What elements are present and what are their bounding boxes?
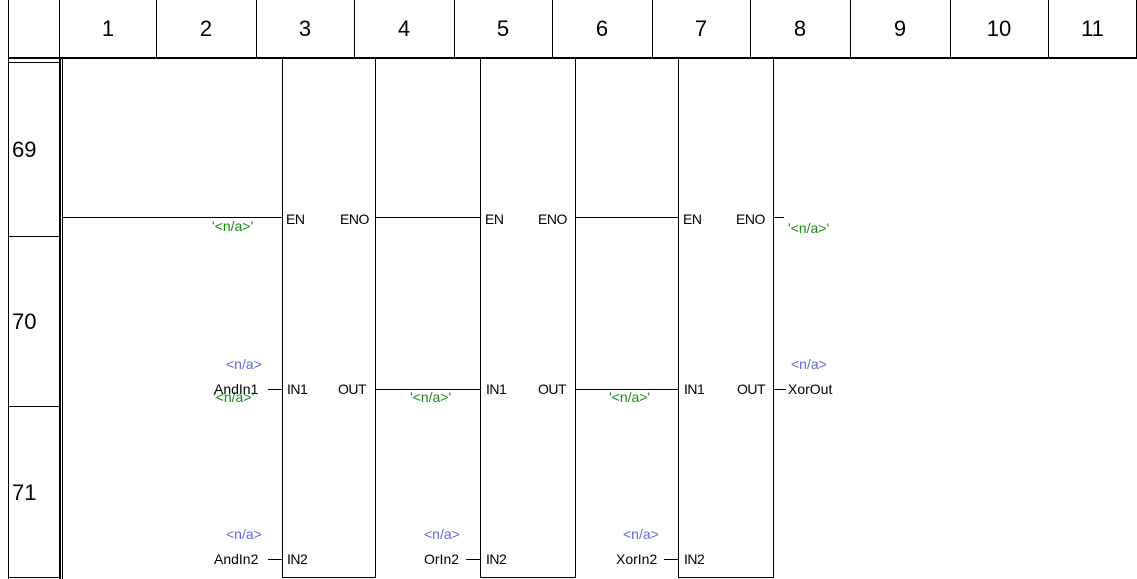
en-wire-1[interactable] [63, 217, 282, 218]
column-label: 11 [1081, 16, 1104, 41]
block2-eno-pin: ENO [538, 211, 567, 227]
header-bottom-line-2 [8, 62, 60, 63]
en-comment-label[interactable]: '<n/a>' [212, 218, 254, 234]
block2-in2-pin: IN2 [486, 551, 507, 567]
or-in2-variable[interactable]: OrIn2 [424, 551, 460, 567]
column-header-2[interactable]: 2 [156, 0, 257, 58]
block3-out-pin: OUT [737, 381, 766, 397]
column-header-7[interactable]: 7 [652, 0, 751, 58]
column-header-11[interactable]: 11 [1048, 0, 1137, 58]
eno-en-wire-3[interactable] [576, 217, 678, 218]
xor-out-type-label: <n/a> [791, 356, 827, 372]
corner-divider [59, 0, 60, 58]
column-header-10[interactable]: 10 [950, 0, 1049, 58]
column-header-5[interactable]: 5 [454, 0, 553, 58]
block1-out-pin: OUT [338, 381, 367, 397]
column-label: 1 [101, 16, 115, 41]
wire-comment-label-1[interactable]: '<n/a>' [410, 389, 452, 405]
row-header-70[interactable]: 70 [8, 238, 60, 407]
power-rail-inner [62, 58, 63, 579]
block1-en-pin: EN [286, 211, 305, 227]
block1-in2-pin: IN2 [287, 551, 308, 567]
and-in2-wire [268, 559, 282, 560]
and-function-block[interactable] [282, 58, 376, 578]
column-label: 8 [793, 16, 807, 41]
column-label: 9 [893, 16, 907, 41]
column-header-4[interactable]: 4 [354, 0, 455, 58]
xor-in2-type-label: <n/a> [623, 526, 659, 542]
eno-out-wire[interactable] [774, 217, 784, 218]
eno-out-comment-label[interactable]: '<n/a>' [788, 220, 830, 236]
column-header-9[interactable]: 9 [850, 0, 951, 58]
block3-en-pin: EN [683, 211, 702, 227]
column-label: 3 [298, 16, 312, 41]
block2-out-pin: OUT [538, 381, 567, 397]
and-in1-type-label: <n/a> [226, 356, 262, 372]
xor-in2-variable[interactable]: XorIn2 [616, 551, 658, 567]
row-header-69[interactable]: 69 [8, 63, 60, 237]
column-label: 10 [986, 16, 1012, 41]
column-header-8[interactable]: 8 [750, 0, 851, 58]
header-bottom-line [8, 58, 1137, 59]
eno-en-wire-2[interactable] [376, 217, 480, 218]
block1-in1-pin: IN1 [287, 381, 308, 397]
column-label: 2 [199, 16, 213, 41]
row-header-left-border [8, 58, 9, 579]
out-in1-wire-1[interactable] [376, 389, 480, 390]
block2-in1-pin: IN1 [486, 381, 507, 397]
column-label: 5 [496, 16, 510, 41]
row-label: 71 [12, 479, 37, 505]
and-in1-comment-label[interactable]: '<n/a>' [213, 389, 255, 405]
block2-en-pin: EN [485, 211, 504, 227]
column-header-3[interactable]: 3 [256, 0, 355, 58]
xor-in2-wire [664, 559, 678, 560]
xor-out-wire [774, 389, 786, 390]
block3-eno-pin: ENO [736, 211, 765, 227]
xor-function-block[interactable] [678, 58, 774, 578]
or-in2-wire [466, 559, 480, 560]
wire-comment-label-2[interactable]: '<n/a>' [609, 389, 651, 405]
or-function-block[interactable] [480, 58, 576, 578]
block1-eno-pin: ENO [340, 211, 369, 227]
and-in2-variable[interactable]: AndIn2 [214, 551, 259, 567]
xor-out-variable[interactable]: XorOut [788, 381, 833, 397]
column-label: 6 [595, 16, 609, 41]
and-in1-wire [268, 389, 282, 390]
or-in2-type-label: <n/a> [424, 526, 460, 542]
out-in1-wire-2[interactable] [576, 389, 678, 390]
block3-in2-pin: IN2 [684, 551, 705, 567]
column-header-6[interactable]: 6 [552, 0, 653, 58]
block3-in1-pin: IN1 [684, 381, 705, 397]
column-label: 4 [397, 16, 411, 41]
row-header-71[interactable]: 71 [8, 408, 60, 578]
power-rail [59, 58, 61, 579]
column-header-1[interactable]: 1 [60, 0, 157, 58]
and-in1-variable[interactable]: AndIn1 [214, 381, 259, 397]
row-label: 70 [12, 309, 37, 334]
row-label: 69 [12, 136, 37, 162]
column-label: 7 [694, 16, 708, 41]
and-in2-type-label: <n/a> [226, 526, 262, 542]
